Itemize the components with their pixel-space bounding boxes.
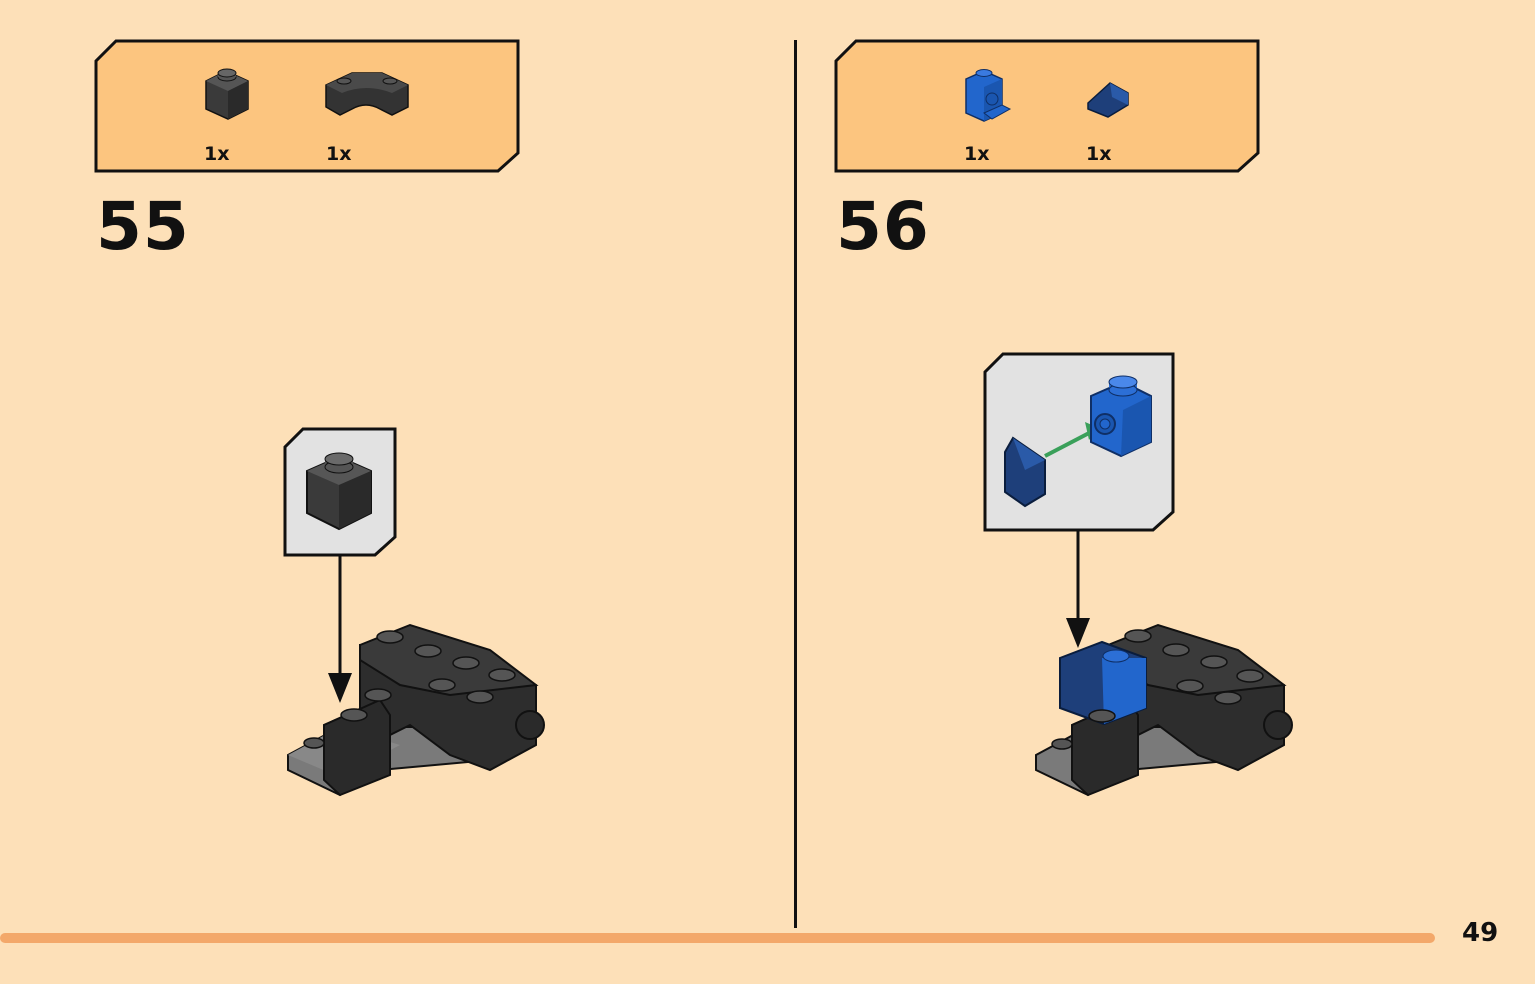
step-number-56: 56 (836, 188, 930, 265)
bracket-brick-icon (965, 69, 1012, 122)
brick-1x1-icon (205, 68, 249, 120)
footer-accent-bar (0, 933, 1435, 943)
brick-1x1-icon (306, 452, 372, 531)
arrow-head-icon (1066, 618, 1090, 648)
page-number: 49 (1462, 918, 1499, 948)
arrow-head-icon (328, 673, 352, 703)
part-brick-1x1: 1x (196, 61, 286, 165)
model-step-55 (287, 555, 545, 797)
model-step-56 (1035, 530, 1293, 797)
part-count: 1x (326, 143, 352, 165)
step-number-55: 55 (96, 188, 190, 265)
part-curved-brick: 1x (322, 61, 412, 165)
bracket-brick-icon (1090, 375, 1152, 458)
part-bracket-brick: 1x (958, 61, 1048, 165)
parts-list-step-56: 1x 1x (834, 39, 1260, 173)
curved-brick-icon (325, 72, 409, 116)
slope-tile-icon (1004, 436, 1046, 508)
slope-tile-icon (1087, 82, 1129, 118)
step-divider (794, 40, 797, 928)
callout-step-56 (983, 352, 1177, 538)
part-slope-tile: 1x (1082, 61, 1172, 165)
part-count: 1x (204, 143, 230, 165)
attach-arrow (1044, 430, 1092, 458)
parts-list-step-55: 1x 1x (94, 39, 520, 173)
callout-step-55 (283, 427, 397, 563)
part-count: 1x (1086, 143, 1112, 165)
part-count: 1x (964, 143, 990, 165)
